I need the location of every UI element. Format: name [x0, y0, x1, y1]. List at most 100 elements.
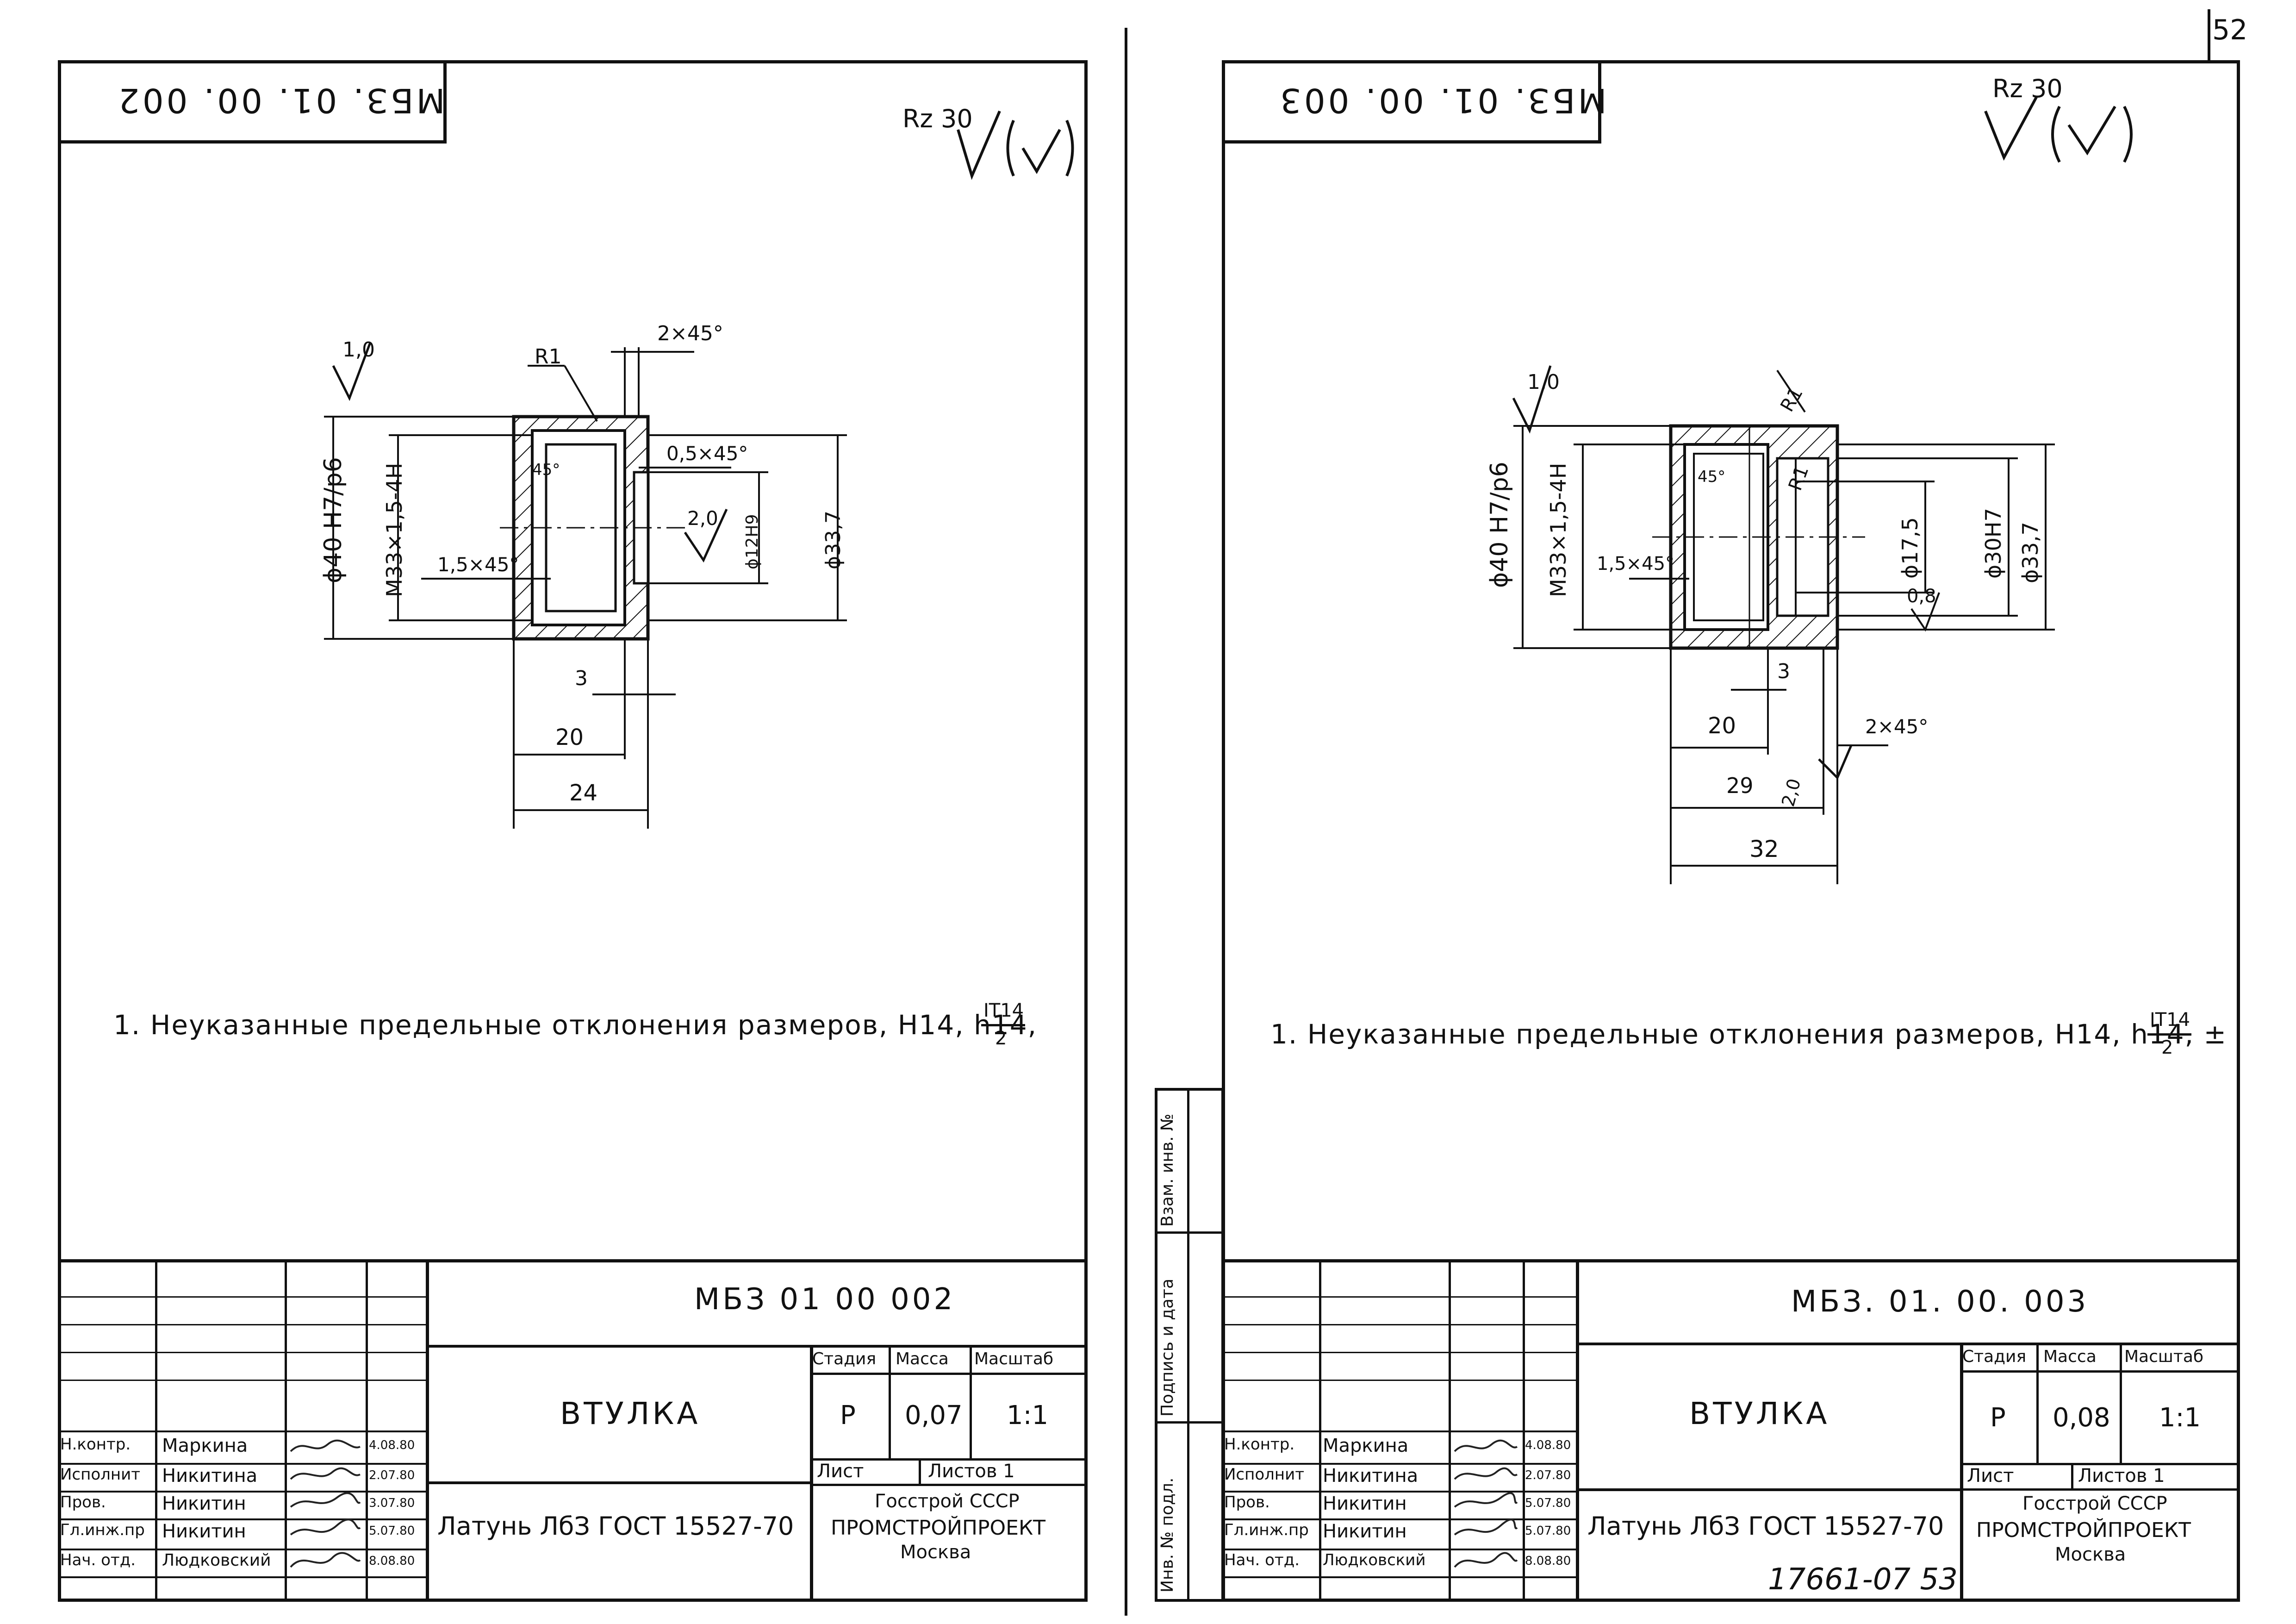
left-tb-vline4	[889, 1345, 891, 1458]
left-staff-date: 3.07.80	[369, 1496, 415, 1510]
right-tb-scale: 1:1	[2159, 1403, 2201, 1433]
left-tb-name: ВТУЛКА	[560, 1396, 701, 1431]
right-tb-scale-hdr: Масштаб	[2124, 1347, 2204, 1366]
left-staff-role: Н.контр.	[60, 1435, 131, 1454]
page-corner-mark	[2208, 9, 2210, 60]
left-dim-r1: R1	[535, 345, 562, 369]
right-dim-rough10: 1,0	[1527, 370, 1560, 394]
left-tb-stage: Р	[840, 1400, 856, 1430]
right-tb-sheets: Листов 1	[2078, 1465, 2165, 1487]
right-staff-name: Никитин	[1323, 1521, 1407, 1542]
right-tb-material: Латунь ЛбЗ ГОСТ 15527-70	[1587, 1512, 1944, 1541]
left-signatures	[290, 1439, 361, 1568]
left-dim-rough20: 2,0	[687, 507, 718, 530]
left-staff-role: Пров.	[60, 1493, 106, 1512]
left-staff-name: Маркина	[162, 1435, 248, 1456]
left-tb-sheets: Листов 1	[928, 1461, 1015, 1482]
left-dim-chamfer-05: 0,5×45°	[666, 442, 748, 465]
right-top-code: МБЗ. 01. 00. 003	[1277, 81, 1607, 120]
left-tb-code: МБЗ 01 00 002	[694, 1282, 956, 1317]
right-tb-org1: Госстрой СССР	[2022, 1493, 2167, 1514]
right-roughness-symbol	[1984, 96, 2133, 163]
left-dim-24: 24	[569, 780, 598, 806]
left-staff-date: 5.07.80	[369, 1524, 415, 1538]
left-roughness-symbol	[957, 110, 1074, 180]
left-dim-3: 3	[575, 667, 588, 690]
left-tb-sheet: Лист	[817, 1461, 864, 1482]
left-tb-scale: 1:1	[1007, 1400, 1049, 1430]
left-note-frac-num: IT14	[983, 1000, 1024, 1021]
right-dim-32: 32	[1749, 836, 1779, 862]
left-tb-hline2	[426, 1481, 810, 1484]
left-tb-vline3	[810, 1345, 813, 1602]
right-staff-role: Нач. отд.	[1224, 1551, 1300, 1569]
left-tb-hline	[426, 1345, 1088, 1348]
right-signatures	[1454, 1439, 1518, 1568]
right-tb-mass-hdr: Масса	[2043, 1347, 2097, 1366]
left-tb-hline5	[810, 1484, 1088, 1486]
right-staff-date: 8.08.80	[1525, 1554, 1571, 1568]
right-tb-name: ВТУЛКА	[1689, 1396, 1830, 1431]
right-staff-role: Н.контр.	[1224, 1435, 1295, 1454]
left-top-code: МБЗ. 01. 00. 002	[116, 81, 445, 120]
right-side-inv: Инв. № подл.	[1158, 1477, 1177, 1593]
right-dim-chamfer-15: 1,5×45°	[1597, 553, 1675, 575]
right-staff-date: 4.08.80	[1525, 1438, 1571, 1452]
right-tb-mass: 0,08	[2053, 1403, 2110, 1433]
left-staff-name: Никитин	[162, 1521, 246, 1542]
sheet-separator	[1125, 28, 1127, 1616]
left-tb-hline4	[810, 1458, 1088, 1461]
left-staff-table: Н.контр. Маркина 4.08.80 Исполнит Никити…	[58, 1433, 426, 1581]
left-staff-role: Исполнит	[60, 1465, 141, 1484]
right-title-block	[1222, 1259, 2240, 1602]
right-top-code-box	[1222, 60, 1601, 144]
right-dim-3: 3	[1777, 660, 1790, 683]
right-note-frac-num: IT14	[2150, 1009, 2190, 1031]
left-staff-date: 8.08.80	[369, 1554, 415, 1568]
left-note-frac-den: 2	[995, 1028, 1007, 1049]
left-tb-material: Латунь ЛбЗ ГОСТ 15527-70	[437, 1512, 794, 1541]
left-note: 1. Неуказанные предельные отклонения раз…	[113, 1009, 1038, 1041]
right-dim-angle45: 45°	[1698, 468, 1726, 486]
left-tb-vline5	[970, 1345, 972, 1458]
right-side-podpis: Подпись и дата	[1158, 1278, 1177, 1417]
right-staff-name: Людковский	[1323, 1551, 1426, 1569]
right-sheet-frame	[1222, 60, 2240, 1602]
right-dim-outer: ϕ40 H7/p6	[1486, 462, 1513, 588]
right-part-drawing	[1512, 365, 2055, 884]
left-dim-angle45: 45°	[532, 461, 560, 479]
right-side-vzam: Взам. инв. №	[1158, 1113, 1177, 1227]
right-staff-name: Маркина	[1323, 1435, 1409, 1456]
right-staff-name: Никитина	[1323, 1465, 1419, 1487]
right-dim-chamfer-2: 2×45°	[1865, 715, 1929, 738]
left-tb-vline	[426, 1259, 429, 1602]
left-staff-name: Никитина	[162, 1465, 258, 1487]
left-tb-hline3	[810, 1373, 1088, 1375]
right-side-strip	[1155, 1088, 1224, 1602]
right-dim-d337: ϕ33,7	[2018, 522, 2043, 583]
left-sheet-frame	[58, 60, 1088, 1602]
right-staff-role: Гл.инж.пр	[1224, 1521, 1309, 1539]
right-tb-code: МБЗ. 01. 00. 003	[1791, 1285, 2089, 1319]
footer-code: 17661-07 53	[1768, 1562, 1958, 1597]
left-top-code-box	[58, 60, 447, 144]
left-roughness-label: Rz 30	[902, 104, 973, 133]
left-staff-date: 4.08.80	[369, 1438, 415, 1452]
right-tb-sheet: Лист	[1967, 1465, 2014, 1487]
left-title-block	[58, 1259, 1088, 1602]
left-dim-d12: ϕ12H9	[743, 514, 762, 569]
right-note-frac-den: 2	[2161, 1037, 2173, 1058]
right-tb-stage-hdr: Стадия	[1962, 1347, 2027, 1366]
right-tb-org3: Москва	[2055, 1544, 2126, 1565]
right-staff-date: 5.07.80	[1525, 1524, 1571, 1538]
left-dim-d337: ϕ33,7	[821, 511, 845, 569]
left-dim-chamfer-15: 1,5×45°	[437, 553, 519, 576]
right-staff-date: 5.07.80	[1525, 1496, 1571, 1510]
left-staff-name: Людковский	[162, 1551, 271, 1570]
left-tb-org1: Госстрой СССР	[875, 1491, 1020, 1512]
right-staff-role: Исполнит	[1224, 1465, 1305, 1484]
right-tb-vline	[1576, 1259, 1579, 1602]
right-staff-role: Пров.	[1224, 1493, 1270, 1512]
left-dim-20: 20	[555, 725, 584, 750]
page-number: 52	[2212, 14, 2248, 46]
